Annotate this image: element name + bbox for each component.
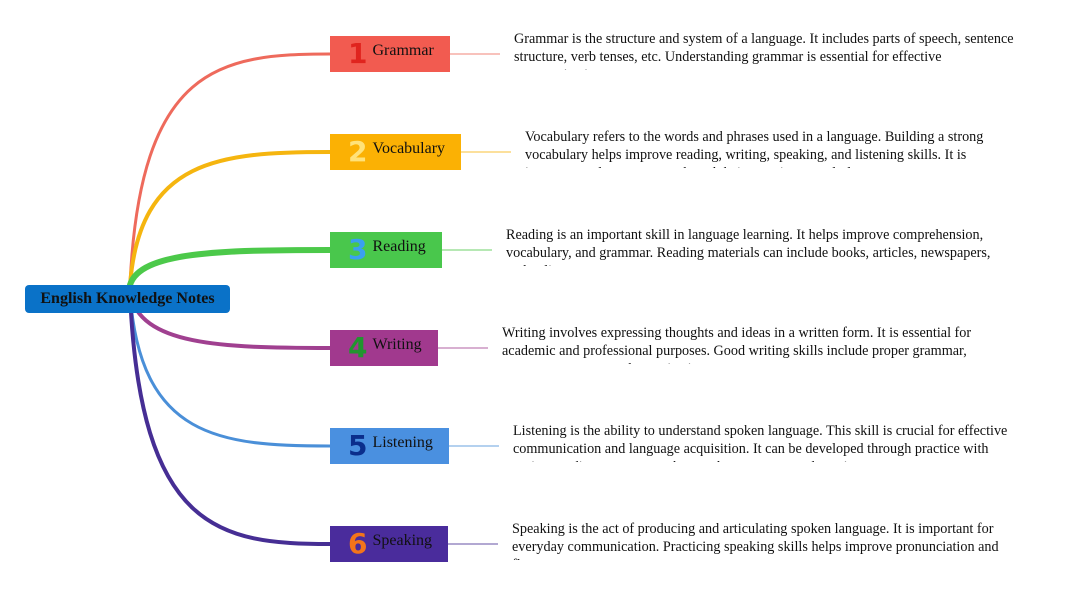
number-5-icon: 5: [348, 429, 368, 462]
note-vocabulary: Vocabulary refers to the words and phras…: [525, 129, 984, 168]
number-3-icon: 3: [348, 233, 368, 266]
note-speaking: Speaking is the act of producing and art…: [512, 521, 999, 560]
root-node-label: English Knowledge Notes: [40, 290, 215, 307]
branch-line-grammar: [128, 52, 332, 287]
topic-label: Vocabulary: [372, 140, 446, 157]
note-grammar: Grammar is the structure and system of a…: [514, 31, 1014, 70]
note-reading: Reading is an important skill in languag…: [506, 227, 991, 266]
number-2-icon: 2: [348, 135, 368, 168]
topic-label: Speaking: [372, 532, 433, 549]
topic-label: Reading: [372, 238, 426, 255]
topic-label: Writing: [372, 336, 422, 353]
note-writing: Writing involves expressing thoughts and…: [502, 325, 972, 364]
branch-line-speaking: [128, 291, 332, 546]
root-node[interactable]: English Knowledge Notes: [25, 285, 230, 313]
topic-label: Listening: [372, 434, 433, 451]
branch-line-listening: [128, 291, 332, 448]
topic-label: Grammar: [372, 42, 434, 59]
number-4-icon: 4: [348, 331, 368, 364]
branch-line-reading: [127, 247, 333, 288]
branch-line-vocabulary: [128, 150, 332, 287]
number-6-icon: 6: [348, 527, 368, 560]
note-listening: Listening is the ability to understand s…: [513, 423, 1008, 462]
number-1-icon: 1: [348, 37, 368, 70]
